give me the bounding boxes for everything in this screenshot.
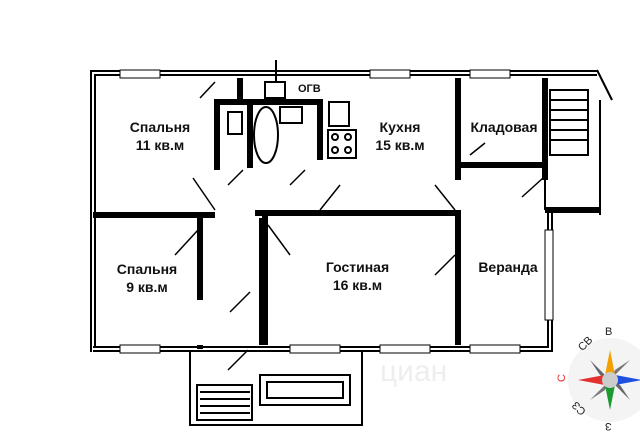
room-name: Спальня — [116, 261, 178, 277]
room-name: Веранда — [478, 259, 538, 275]
kitchen-sink-icon — [328, 101, 350, 127]
compass — [568, 338, 640, 422]
room-area: 9 кв.м — [126, 279, 168, 295]
room-bedroom-9: Спальня 9 кв.м — [102, 260, 192, 296]
compass-east: В — [605, 326, 613, 338]
sink-icon — [279, 106, 303, 124]
boiler-icon — [264, 81, 286, 99]
bathtub-icon — [253, 106, 279, 164]
compass-north: С — [555, 374, 568, 382]
bathroom-block — [214, 60, 357, 170]
room-living: Гостиная 16 кв.м — [310, 258, 405, 294]
walls — [90, 69, 613, 426]
room-area: 16 кв.м — [332, 277, 383, 293]
room-area: 11 кв.м — [135, 137, 185, 153]
door-swings — [174, 81, 544, 371]
boiler-label: ОГВ — [298, 83, 321, 95]
room-name: Спальня — [129, 119, 191, 135]
room-name: Кухня — [379, 119, 421, 135]
room-name: Гостиная — [325, 259, 390, 275]
room-storage: Кладовая — [462, 118, 546, 136]
room-kitchen: Кухня 15 кв.м — [360, 118, 440, 154]
compass-west: З — [605, 420, 612, 432]
room-veranda: Веранда — [468, 258, 548, 276]
room-area: 15 кв.м — [375, 137, 425, 153]
stove-icon — [327, 129, 357, 159]
room-bedroom-11: Спальня 11 кв.м — [115, 118, 205, 154]
room-name: Кладовая — [470, 119, 538, 135]
toilet-icon — [227, 111, 243, 135]
watermark: циан — [380, 355, 448, 388]
